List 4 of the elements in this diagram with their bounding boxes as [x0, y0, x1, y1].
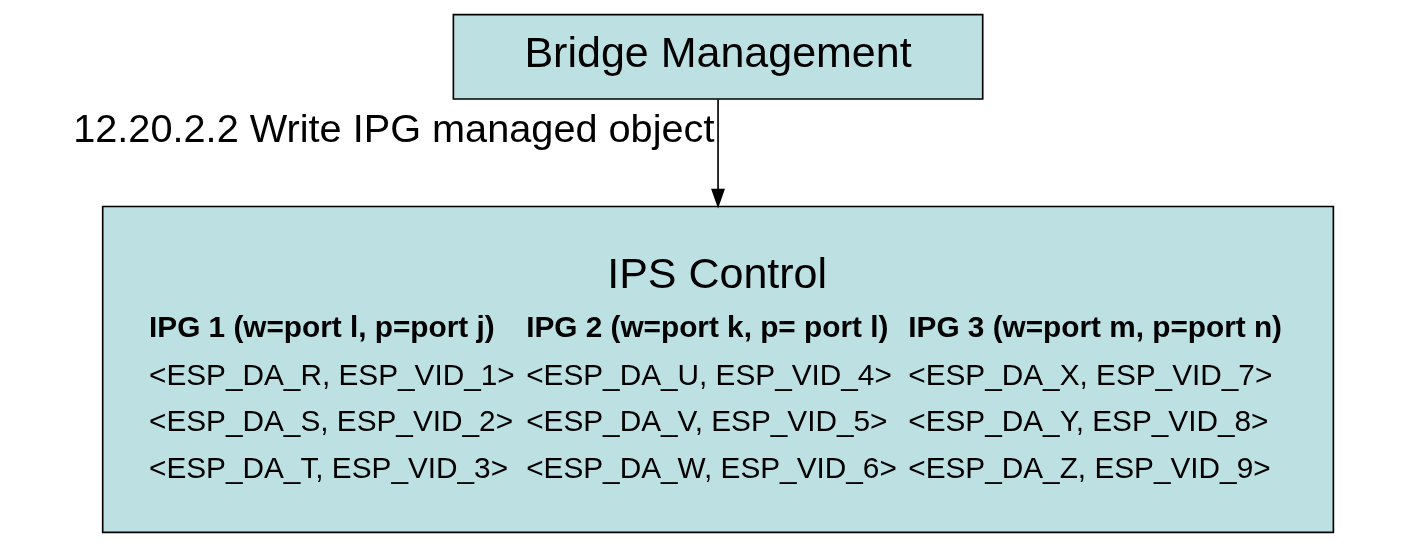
arrow	[710, 98, 725, 209]
node-box: IPS Control IPG 1 (w=port l, p=port j) IPG 2 (w=port k, p= port l) IPG 3 (w=port m, p=port n) <ESP_DA_R, ESP_VID_1> <ESP_DA_U, ESP_VID_4> <ESP_DA_X, ESP_VID_7> <ESP_DA_S, ESP_VID_2> <ESP_DA_V, ESP_VID_5> <ESP_DA_Y, ESP_VID_8> <ESP_DA_T, ESP_VID_3> <ESP_DA_W, ESP_VID_6> <ESP_DA_Z, ESP_VID_9>	[101, 205, 1334, 534]
node-box: Bridge Management	[452, 13, 984, 100]
edge-label: 12.20.2.2 Write IPG managed object	[72, 105, 714, 150]
